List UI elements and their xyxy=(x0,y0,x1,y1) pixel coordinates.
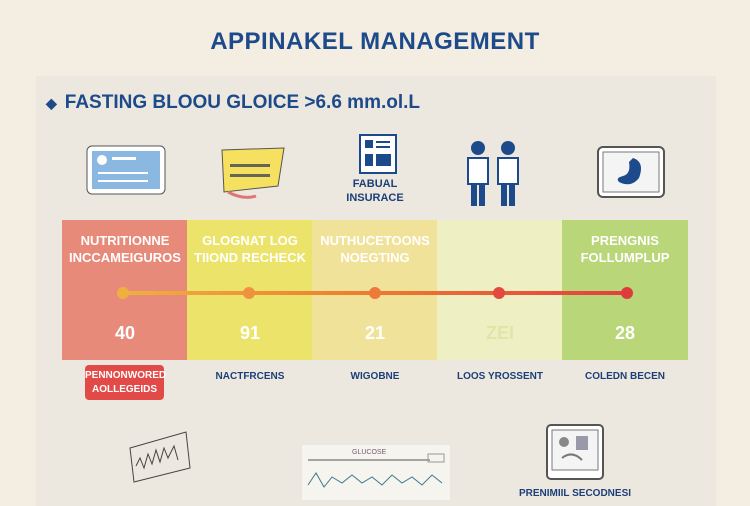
step-sub-label: COLEDN BECEN xyxy=(584,371,665,382)
criteria-text: FASTING BLOOU GLOICE >6.6 mm.ol.L xyxy=(64,92,421,113)
bottom-caption: PRENIMIIL SECODNESI xyxy=(518,488,632,499)
note-icon xyxy=(221,147,285,199)
step-label: GLOGNAT LOG TIIOND RECHECK xyxy=(194,233,306,265)
step-sub-label: NACTFRCENS xyxy=(215,371,285,382)
step-value: 91 xyxy=(239,323,261,343)
step-value: 28 xyxy=(614,323,636,343)
timeline-dot xyxy=(493,287,505,299)
glucose-monitor-strip: GLUCOSE xyxy=(302,445,450,500)
step-value: ZEI xyxy=(485,323,514,343)
glucose-wave-icon xyxy=(307,453,445,488)
step-value: 40 xyxy=(114,323,136,343)
step-label: NUTHUCETOONS NOEGTING xyxy=(320,233,430,265)
monitor-title: GLUCOSE xyxy=(352,449,387,456)
step-label: NUTRITIONNE INCCAMEIGUROS xyxy=(69,233,181,265)
step-nutrition: NUTRITIONNE INCCAMEIGUROS 40 xyxy=(62,220,188,360)
step-value: 21 xyxy=(364,323,386,343)
step-sub-label: LOOS YROSSENT xyxy=(457,371,543,382)
step-label: PRENGNIS FOLLUMPLUP xyxy=(580,233,670,265)
timeline-dot xyxy=(369,287,381,299)
monitor-icon xyxy=(546,424,604,480)
diamond-icon: ◆ xyxy=(46,95,57,111)
page-title: APPINAKEL MANAGEMENT xyxy=(210,28,540,55)
criteria-heading: ◆ FASTING BLOOU GLOICE >6.6 mm.ol.L xyxy=(46,92,420,114)
doctors-icon xyxy=(467,141,519,206)
timeline-dot xyxy=(621,287,633,299)
insurance-caption: FABUAL INSURACE xyxy=(346,178,404,204)
timeline-dot xyxy=(243,287,255,299)
alert-badge[interactable]: PENNONWORED AOLLEGEIDS xyxy=(85,365,166,400)
stomach-monitor-icon xyxy=(597,146,665,198)
id-card-icon xyxy=(86,145,166,195)
insurance-document-icon xyxy=(359,134,397,174)
waveform-sketch-icon xyxy=(129,431,191,483)
timeline-dot xyxy=(117,287,129,299)
step-sub-label: WIGOBNE xyxy=(350,371,400,382)
